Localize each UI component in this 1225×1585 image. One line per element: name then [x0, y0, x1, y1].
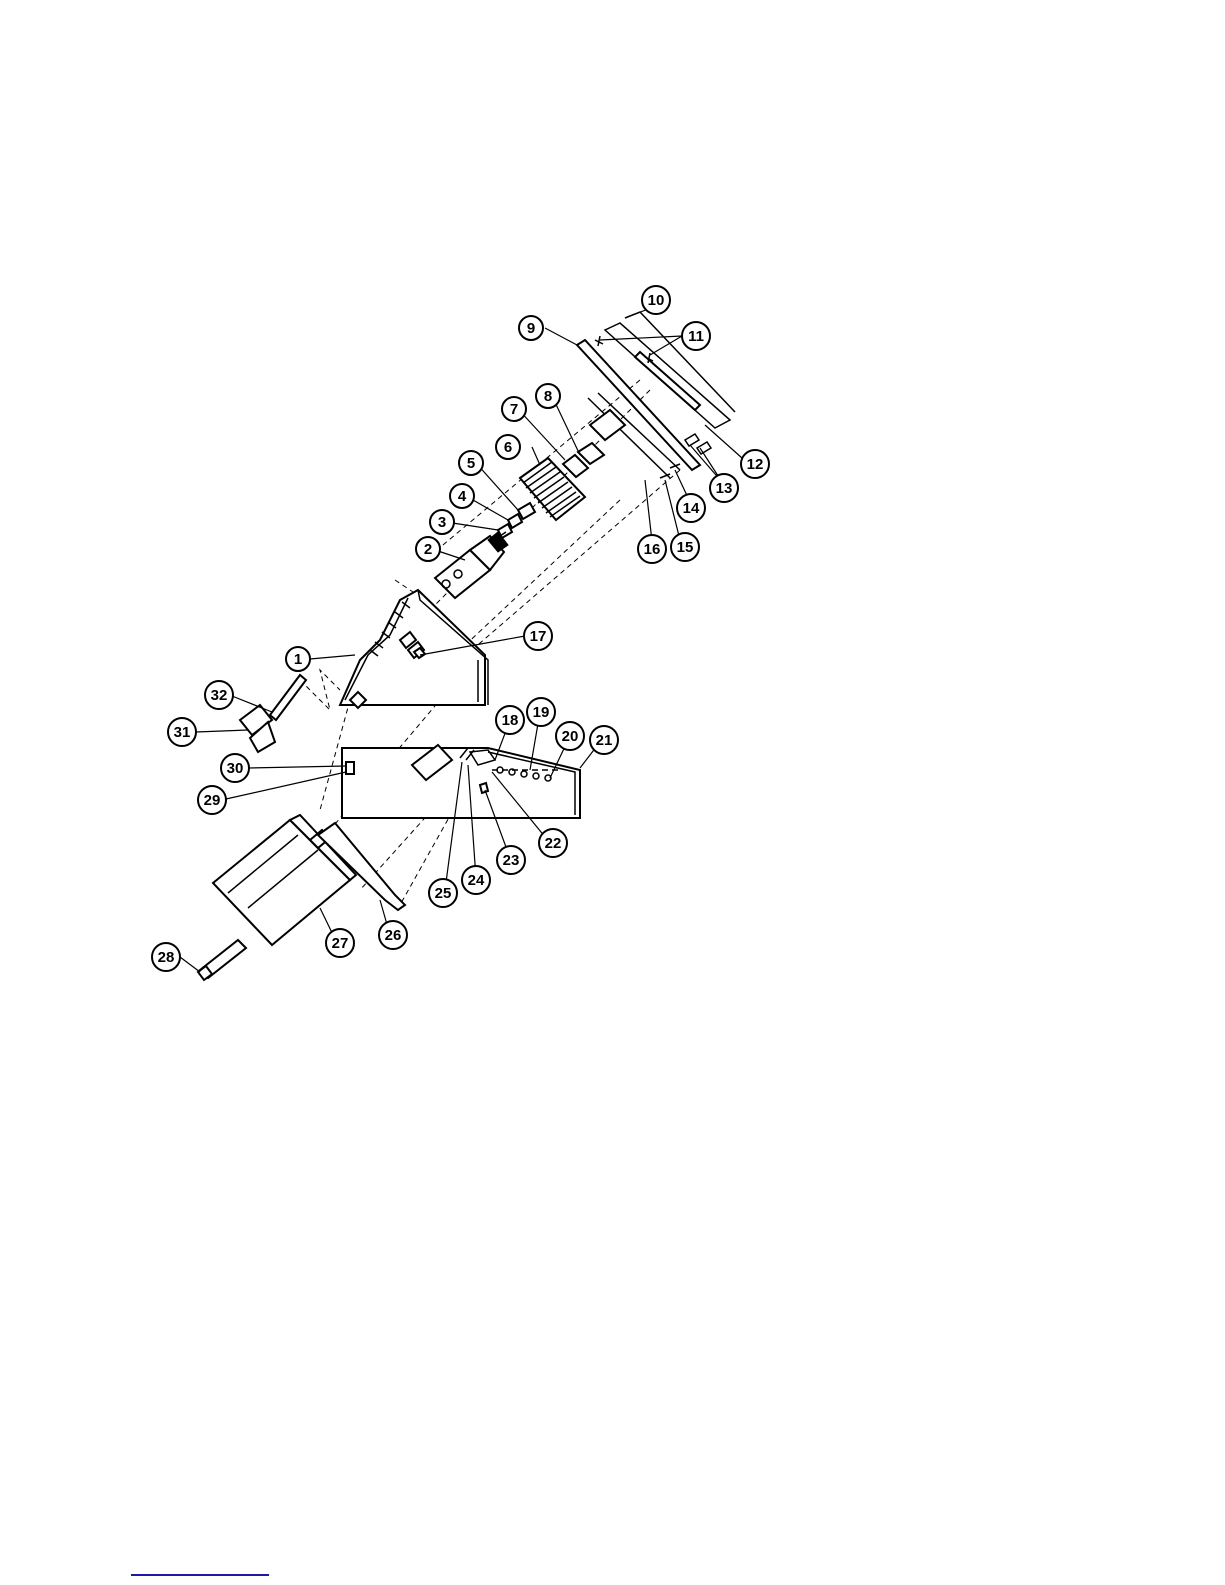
- callout-21: 21: [590, 726, 618, 754]
- callout-12: 12: [741, 450, 769, 478]
- callout-23: 23: [497, 846, 525, 874]
- footer-link-underline[interactable]: [131, 1574, 269, 1576]
- svg-text:11: 11: [688, 328, 704, 345]
- svg-text:6: 6: [504, 439, 512, 456]
- callout-8: 8: [536, 384, 560, 408]
- svg-text:27: 27: [332, 935, 349, 952]
- knob-shaft-31-32: [240, 675, 306, 752]
- svg-text:5: 5: [467, 455, 475, 472]
- callout-18: 18: [496, 706, 524, 734]
- svg-text:23: 23: [503, 852, 520, 869]
- callout-25: 25: [429, 879, 457, 907]
- callout-4: 4: [450, 484, 474, 508]
- svg-text:32: 32: [211, 687, 228, 704]
- callout-10: 10: [642, 286, 670, 314]
- svg-text:29: 29: [204, 792, 221, 809]
- callout-6: 6: [496, 435, 520, 459]
- blocks-7-8: [563, 410, 625, 477]
- callout-16: 16: [638, 535, 666, 563]
- callout-14: 14: [677, 494, 705, 522]
- svg-text:9: 9: [527, 320, 535, 337]
- svg-text:17: 17: [530, 628, 547, 645]
- callout-17: 17: [524, 622, 552, 650]
- callout-5: 5: [459, 451, 483, 475]
- svg-text:14: 14: [683, 500, 700, 517]
- callout-29: 29: [198, 786, 226, 814]
- svg-text:3: 3: [438, 514, 446, 531]
- svg-text:26: 26: [385, 927, 402, 944]
- callout-7: 7: [502, 397, 526, 421]
- svg-text:30: 30: [227, 760, 244, 777]
- svg-text:22: 22: [545, 835, 562, 852]
- svg-text:15: 15: [677, 539, 694, 556]
- callout-3: 3: [430, 510, 454, 534]
- svg-text:12: 12: [747, 456, 764, 473]
- svg-text:10: 10: [648, 292, 665, 309]
- svg-text:13: 13: [716, 480, 733, 497]
- svg-text:24: 24: [468, 872, 485, 889]
- callout-20: 20: [556, 722, 584, 750]
- callout-32: 32: [205, 681, 233, 709]
- callout-31: 31: [168, 718, 196, 746]
- svg-text:8: 8: [544, 388, 552, 405]
- callout-15: 15: [671, 533, 699, 561]
- bolt-28: [198, 940, 246, 980]
- svg-text:20: 20: [562, 728, 579, 745]
- svg-text:7: 7: [510, 401, 518, 418]
- callout-19: 19: [527, 698, 555, 726]
- svg-text:16: 16: [644, 541, 661, 558]
- callout-26: 26: [379, 921, 407, 949]
- svg-text:28: 28: [158, 949, 175, 966]
- svg-text:21: 21: [596, 732, 613, 749]
- svg-text:2: 2: [424, 541, 432, 558]
- callout-13: 13: [710, 474, 738, 502]
- callout-24: 24: [462, 866, 490, 894]
- callout-2: 2: [416, 537, 440, 561]
- svg-text:31: 31: [174, 724, 191, 741]
- callout-9: 9: [519, 316, 543, 340]
- callout-22: 22: [539, 829, 567, 857]
- callout-27: 27: [326, 929, 354, 957]
- svg-text:18: 18: [502, 712, 519, 729]
- svg-text:1: 1: [294, 651, 302, 668]
- callout-1: 1: [286, 647, 310, 671]
- svg-text:19: 19: [533, 704, 550, 721]
- svg-text:25: 25: [435, 885, 452, 902]
- housing-upper: [340, 590, 488, 708]
- callout-30: 30: [221, 754, 249, 782]
- callout-11: 11: [682, 322, 710, 350]
- svg-text:4: 4: [458, 488, 467, 505]
- callout-28: 28: [152, 943, 180, 971]
